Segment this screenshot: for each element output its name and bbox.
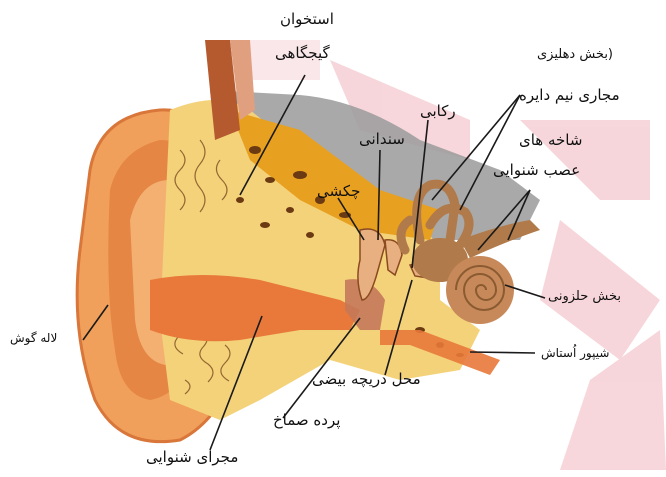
label-malleus: چکشی <box>317 184 360 199</box>
label-eardrum: پرده صماخ <box>273 413 340 428</box>
label-auditory-nerve-line2: عصب شنوایی <box>493 163 580 178</box>
label-oval-window: محل دریچه بیضی <box>312 372 421 387</box>
label-auditory-nerve-line1: شاخه های <box>519 133 582 148</box>
label-temporal-bone-line1: استخوان <box>280 12 334 27</box>
label-ear-canal: مجرای شنوایی <box>146 450 238 465</box>
label-vestibular: (بخش دهلیزی <box>537 48 613 61</box>
label-semicircular-canals: مجاری نیم دایره <box>519 88 620 103</box>
label-temporal-bone-line2: گیجگاهی <box>275 46 330 61</box>
label-pinna: لاله گوش <box>10 332 57 344</box>
label-eustachian-tube: شیپور اُستاش <box>541 347 609 359</box>
label-cochlea: بخش حلزونی <box>548 290 621 303</box>
label-stapes: رکابی <box>420 104 456 119</box>
label-incus: سندانی <box>359 132 405 147</box>
